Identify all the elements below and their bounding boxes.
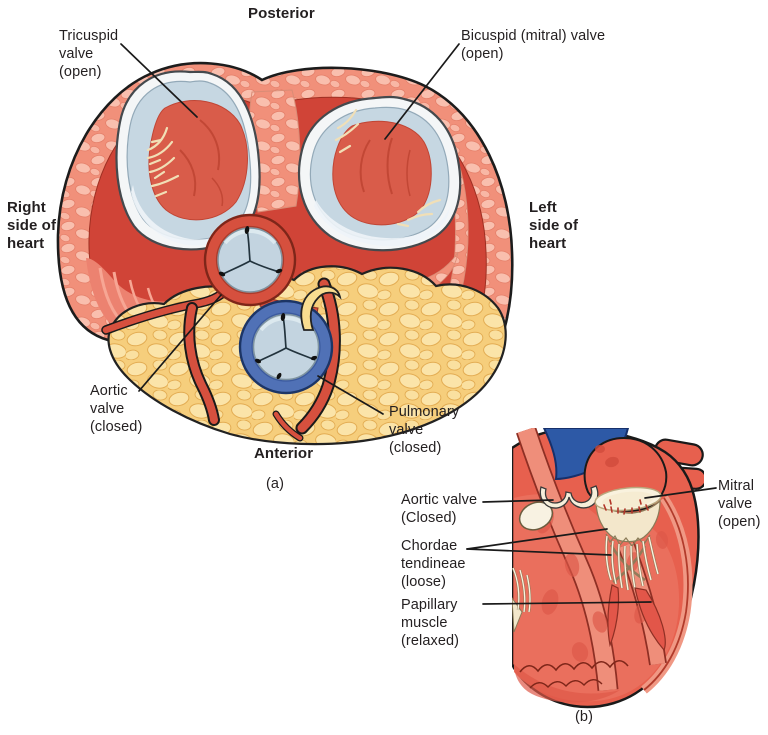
label-pulmonary-valve: Pulmonary valve (closed): [389, 404, 460, 456]
papillary-leader: [482, 601, 652, 605]
label-posterior: Posterior: [248, 5, 315, 22]
aortic-a-leader: [138, 294, 222, 392]
label-mitral-valve: Mitral valve (open): [718, 478, 761, 530]
label-aortic-valve-b: Aortic valve (Closed): [401, 492, 478, 526]
panel-a-illustration: [56, 61, 514, 446]
right-wall-ridge: [641, 495, 693, 694]
bicuspid-valve-art: [298, 95, 462, 252]
tricuspid-leader: [120, 43, 198, 118]
label-papillary-muscle: Papillary muscle (relaxed): [401, 597, 460, 649]
panel-b-illustration: [512, 428, 704, 712]
aortic-valve-art: [203, 213, 297, 307]
caption-b: (b): [575, 709, 594, 725]
label-left-side: Left side of heart: [529, 199, 579, 252]
label-right-side: Right side of heart: [7, 199, 57, 252]
left-chordae-art: [512, 567, 532, 633]
tricuspid-valve-art: [115, 70, 261, 251]
papillary-muscle-art: [607, 584, 666, 652]
bicuspid-leader: [384, 43, 460, 140]
chordae-leader-2: [466, 548, 612, 556]
label-chordae-tendineae: Chordae tendineae (loose): [401, 538, 466, 590]
label-aortic-valve-a: Aortic valve (closed): [90, 383, 143, 435]
mitral-leader: [644, 487, 717, 499]
chordae-tendineae-art: [604, 535, 660, 591]
pulmonary-valve-art: [238, 299, 334, 395]
caption-a: (a): [266, 476, 285, 492]
label-anterior: Anterior: [254, 445, 314, 462]
label-tricuspid-valve: Tricuspid valve (open): [59, 28, 119, 80]
pulmonary-leader: [317, 375, 384, 415]
fat-hook-art: [300, 285, 342, 331]
leader-lines: [120, 43, 717, 605]
aortic-valve-b-art: [518, 485, 599, 531]
chordae-leader-1: [466, 528, 608, 550]
trabeculae-art: [514, 659, 629, 703]
label-bicuspid-valve: Bicuspid (mitral) valve (open): [461, 28, 606, 62]
aortic-b-leader: [482, 499, 554, 503]
coronary-vessel-art: [183, 277, 341, 442]
mitral-valve-art: [594, 486, 662, 547]
